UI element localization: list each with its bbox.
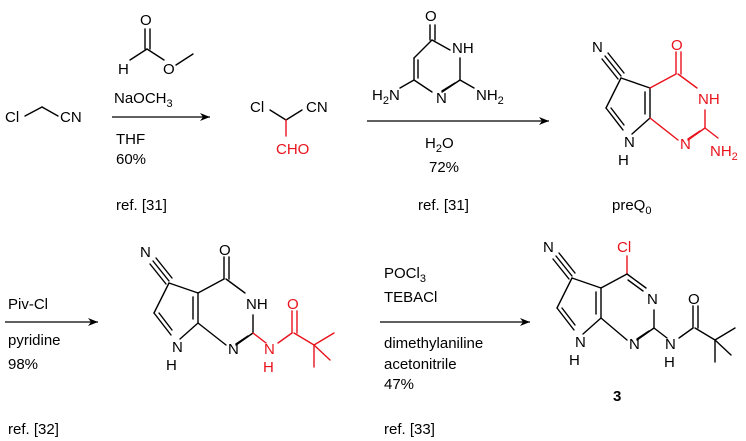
int1-cn: CN — [306, 99, 328, 116]
step3-cond1: Piv-Cl — [8, 296, 48, 313]
prod-pyrrole-h: H — [569, 352, 580, 369]
prod-cl: Cl — [617, 239, 631, 256]
preq0-pyrrole-h: H — [618, 152, 629, 169]
prod-amide-n: N — [665, 336, 676, 353]
step4-yield: 47% — [384, 376, 414, 393]
step3-yield: 98% — [8, 356, 38, 373]
int2-amide-o: O — [287, 296, 299, 313]
prod-n-nitrile: N — [543, 239, 554, 256]
int2-nh: NH — [246, 296, 268, 313]
step4-cond4: acetonitrile — [384, 356, 457, 373]
int2-pyrrole-h: H — [166, 357, 177, 374]
chloroacetonitrile: Cl CN — [5, 106, 82, 126]
formate-h: H — [118, 61, 129, 78]
reagent-nh: NH — [452, 40, 474, 57]
prod-amide-o: O — [688, 291, 700, 308]
reagent-h2n: H2N — [372, 87, 400, 107]
step3-ref: ref. [32] — [8, 421, 59, 438]
intermediate2-structure: N N H O NH N N H O — [140, 242, 335, 376]
step4-cond3: dimethylaniline — [384, 335, 483, 352]
product-3-structure: N N H Cl N N N H O — [543, 239, 736, 405]
int1-cho: CHO — [276, 141, 309, 158]
prod-pyrrole-n: N — [575, 334, 586, 351]
step2-arrowhead — [539, 117, 549, 125]
diaminopyrimidinone-structure: O NH N H2N NH2 — [372, 8, 504, 107]
step1-arrowhead — [200, 113, 210, 121]
preq0-n-nitrile: N — [592, 39, 603, 56]
prod-n2: N — [629, 336, 640, 353]
intermediate1-structure: Cl CN CHO — [250, 99, 328, 158]
preq0-pyrrole-n: N — [624, 134, 635, 151]
step3-arrowhead — [88, 318, 98, 326]
step4-cond2: TEBACl — [384, 289, 437, 306]
step1-ref: ref. [31] — [116, 197, 167, 214]
step1-cond1: NaOCH3 — [114, 90, 173, 110]
reagent-nh2: NH2 — [476, 87, 504, 107]
prod-amide-h: H — [664, 354, 675, 371]
preq0-nh: NH — [698, 91, 720, 108]
preq0-o: O — [671, 37, 683, 54]
preq0-n: N — [680, 136, 691, 153]
step2-cond1: H2O — [425, 135, 454, 155]
step3-conditions: Piv-Cl pyridine 98% ref. [32] — [5, 296, 98, 438]
step2-conditions: H2O 72% ref. [31] — [367, 117, 549, 214]
step4-ref: ref. [33] — [384, 421, 435, 438]
preq0-nh2: NH2 — [710, 143, 738, 163]
int2-n-nitrile: N — [140, 244, 151, 261]
int2-n: N — [228, 341, 239, 358]
methyl-formate-structure: O H O — [118, 12, 194, 78]
start-cn-label: CN — [60, 109, 82, 126]
prod-n1: N — [647, 291, 658, 308]
step2-ref: ref. [31] — [418, 197, 469, 214]
step3-cond2: pyridine — [8, 332, 61, 349]
step4-cond1: POCl3 — [384, 265, 426, 285]
step4-arrowhead — [520, 318, 530, 326]
reagent-o: O — [425, 8, 437, 25]
formate-o-carbonyl: O — [140, 12, 152, 29]
step1-cond2: THF — [116, 131, 145, 148]
reagent-n: N — [436, 90, 447, 107]
formate-o-ether: O — [163, 61, 175, 78]
int2-amide-n: N — [264, 341, 275, 358]
step4-conditions: POCl3 TEBACl dimethylaniline acetonitril… — [380, 265, 530, 438]
start-cl-label: Cl — [5, 109, 19, 126]
preq0-label: preQ0 — [612, 197, 651, 217]
int2-amide-h: H — [263, 359, 274, 376]
int1-cl: Cl — [250, 99, 264, 116]
step2-yield: 72% — [429, 159, 459, 176]
int2-o: O — [219, 242, 231, 259]
preq0-structure: N N H O NH N NH2 preQ0 — [592, 37, 738, 217]
step1-yield: 60% — [116, 151, 146, 168]
int2-pyrrole-n: N — [172, 339, 183, 356]
step1-conditions: NaOCH3 THF 60% ref. [31] — [112, 90, 210, 214]
product-label: 3 — [613, 388, 621, 405]
